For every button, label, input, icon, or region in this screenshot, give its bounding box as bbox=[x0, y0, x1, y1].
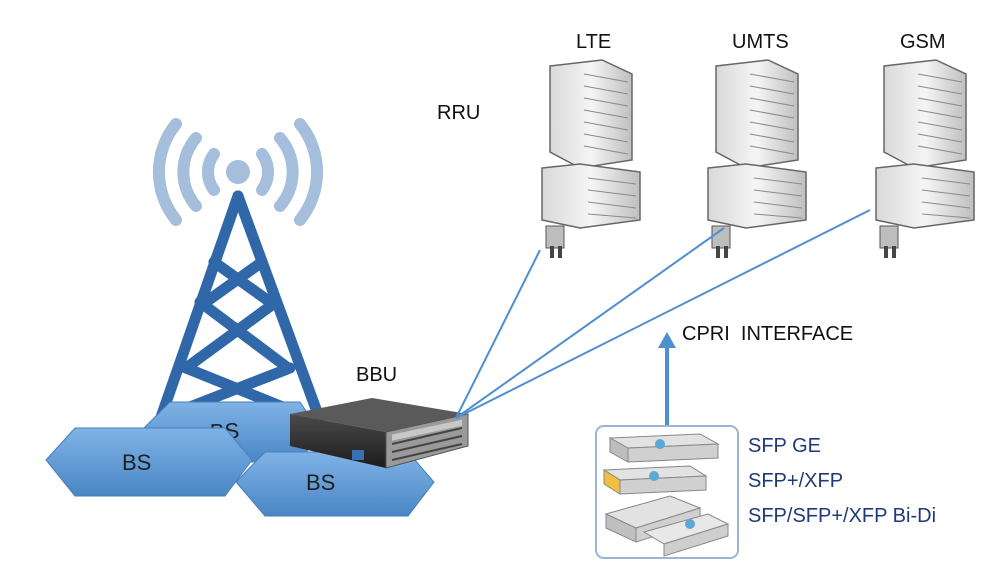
tower-icon bbox=[154, 190, 326, 426]
rru-label: RRU bbox=[437, 102, 481, 124]
sfp-plus-module-icon bbox=[602, 465, 708, 495]
bbu-label: BBU bbox=[356, 364, 398, 386]
bs-hexagon: BS bbox=[235, 451, 435, 517]
link-bbu-lte bbox=[455, 249, 541, 419]
up-arrow-icon bbox=[658, 332, 676, 428]
bbu-unit-icon bbox=[290, 398, 469, 469]
sfp-module-icon bbox=[608, 433, 720, 463]
sfp-item: SFP/SFP+/XFP Bi-Di bbox=[748, 505, 937, 527]
sfp-bidi-module-icon bbox=[604, 495, 730, 557]
sfp-item: SFP+/XFP bbox=[748, 470, 844, 492]
cpri-link-lines bbox=[455, 209, 871, 419]
bs-label: BS bbox=[122, 450, 151, 475]
cpri-interface-label: CPRI INTERFACE bbox=[682, 323, 854, 345]
lte-label: LTE bbox=[576, 31, 612, 53]
rru-gsm-icon bbox=[875, 59, 975, 258]
bs-label: BS bbox=[306, 470, 335, 495]
umts-label: UMTS bbox=[732, 31, 789, 53]
radio-waves-icon bbox=[153, 118, 323, 226]
link-bbu-gsm bbox=[455, 209, 871, 419]
bs-hexagon: BS bbox=[45, 427, 253, 497]
antenna-tip-icon bbox=[226, 160, 250, 184]
gsm-label: GSM bbox=[900, 31, 946, 53]
link-bbu-umts bbox=[455, 227, 725, 419]
sfp-item: SFP GE bbox=[748, 435, 821, 457]
rru-umts-icon bbox=[707, 59, 807, 258]
rru-lte-icon bbox=[541, 59, 641, 258]
